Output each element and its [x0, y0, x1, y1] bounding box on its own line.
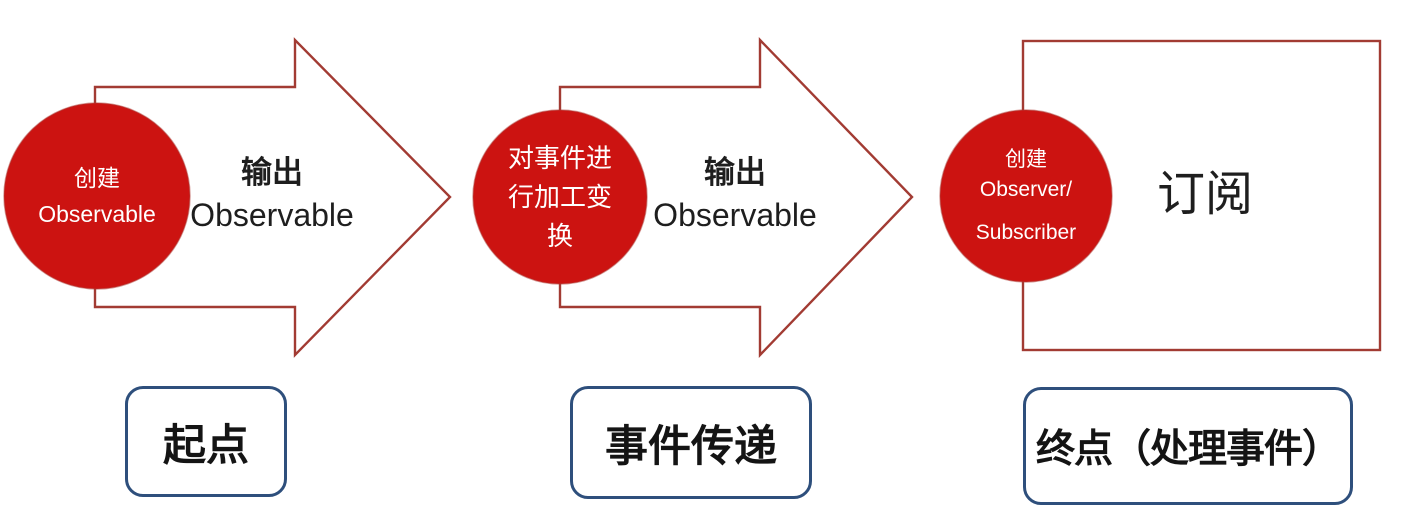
label-box-event-transfer: 事件传递	[570, 386, 812, 499]
arrow-text-line: 输出	[241, 155, 303, 190]
arrow-text-line: Observable	[653, 197, 817, 233]
create-observer-circle-text: 创建 Observer/ Subscriber	[940, 110, 1112, 282]
label-end: 终点（处理事件）	[1035, 428, 1341, 471]
circle-text-line: 创建	[1005, 147, 1047, 171]
output-arrow-shape-1	[93, 37, 452, 358]
output-arrow-shape-2	[558, 37, 914, 358]
subscribe-text: 订阅	[1156, 168, 1253, 221]
circle-text-line: 对事件进	[507, 142, 612, 173]
output-observable-text-2: 输出 Observable	[649, 152, 821, 236]
circle-text-line: 换	[546, 220, 573, 251]
circle-text-line: Observable	[38, 201, 156, 227]
transform-events-circle	[472, 109, 648, 285]
arrow-text-line: 输出	[704, 155, 766, 190]
transform-events-circle-text: 对事件进 行加工变 换	[473, 110, 647, 284]
label-event-transfer: 事件传递	[605, 422, 777, 471]
label-start: 起点	[163, 421, 249, 470]
create-observable-circle-text: 创建 Observable	[4, 103, 190, 289]
arrow-text-line: Observable	[190, 197, 354, 233]
create-observable-circle	[3, 102, 191, 290]
output-observable-text-1: 输出 Observable	[186, 152, 358, 236]
create-observer-circle	[939, 109, 1113, 283]
label-box-end: 终点（处理事件）	[1023, 387, 1353, 505]
circle-text-line: 创建	[74, 165, 120, 191]
circle-text-line: Subscriber	[975, 220, 1077, 244]
circle-text-line: 行加工变	[507, 181, 612, 212]
label-box-start: 起点	[125, 386, 287, 497]
circle-text-line: Observer/	[979, 177, 1073, 201]
